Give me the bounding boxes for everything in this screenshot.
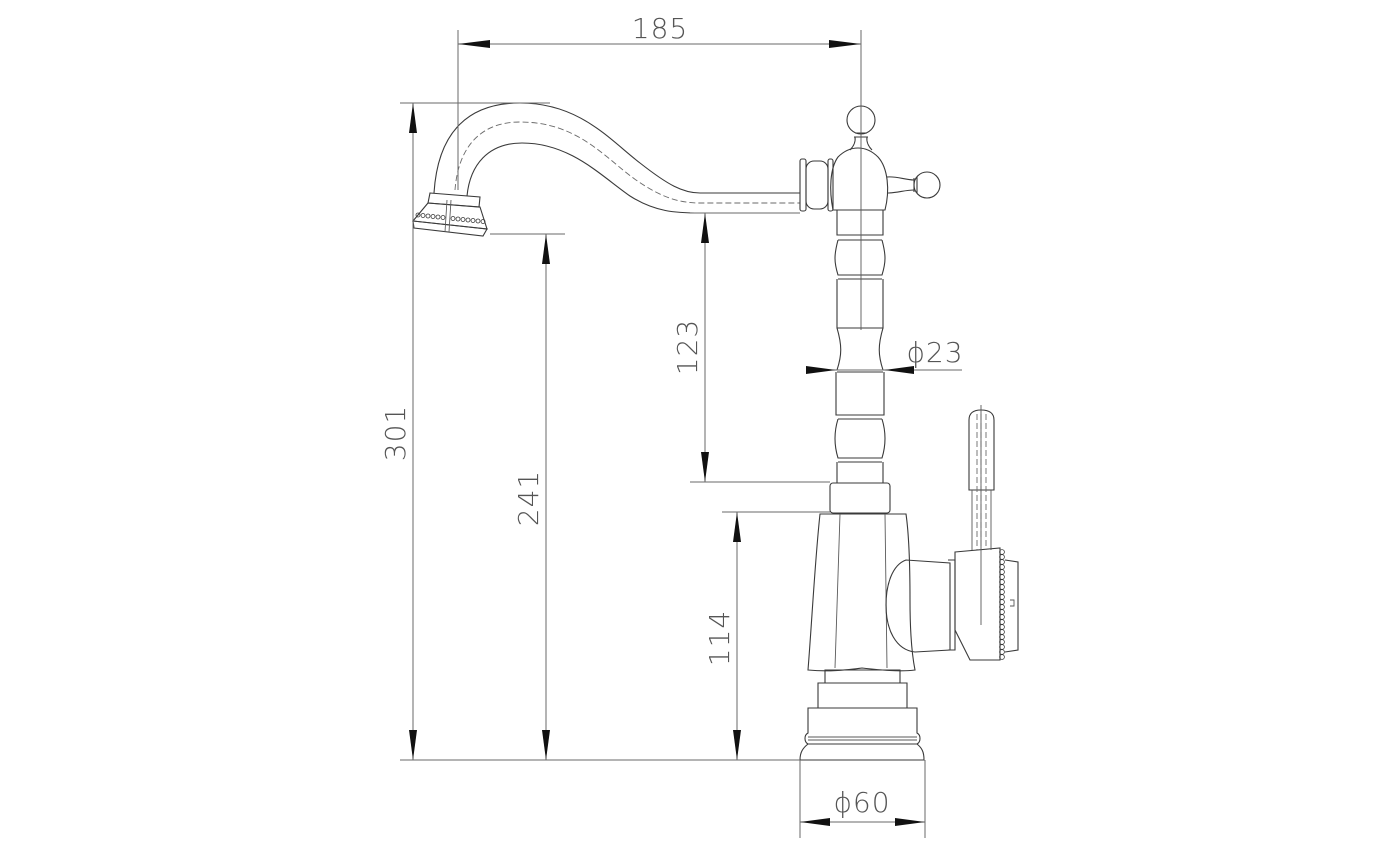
column bbox=[834, 210, 886, 484]
dim-label-total-height: 301 bbox=[379, 405, 412, 461]
lever-housing bbox=[885, 559, 951, 653]
dim-label-body-height: 114 bbox=[703, 610, 736, 666]
dim-label-spout-reach: 185 bbox=[632, 12, 688, 45]
base bbox=[799, 669, 925, 761]
body-collar bbox=[829, 482, 891, 514]
spout-inner-curve bbox=[466, 142, 800, 214]
dim-label-column-diameter: ϕ23 bbox=[906, 336, 963, 369]
dim-label-spout-to-body: 123 bbox=[671, 319, 704, 375]
valve-head bbox=[830, 147, 889, 211]
dim-label-base-diameter: ϕ60 bbox=[833, 786, 890, 819]
lever-bead-ring bbox=[999, 549, 1005, 660]
main-body bbox=[807, 513, 916, 672]
dimension-lines bbox=[400, 30, 962, 838]
spout-centerline bbox=[454, 121, 800, 204]
faucet-outline bbox=[411, 102, 1019, 761]
side-knob-ball bbox=[913, 171, 941, 199]
aerator-bead-ring bbox=[415, 212, 486, 224]
spout-collar bbox=[799, 158, 807, 212]
dim-label-outlet-height: 241 bbox=[512, 470, 545, 526]
lever-handle bbox=[968, 405, 995, 625]
spout-outer-curve bbox=[433, 102, 800, 194]
